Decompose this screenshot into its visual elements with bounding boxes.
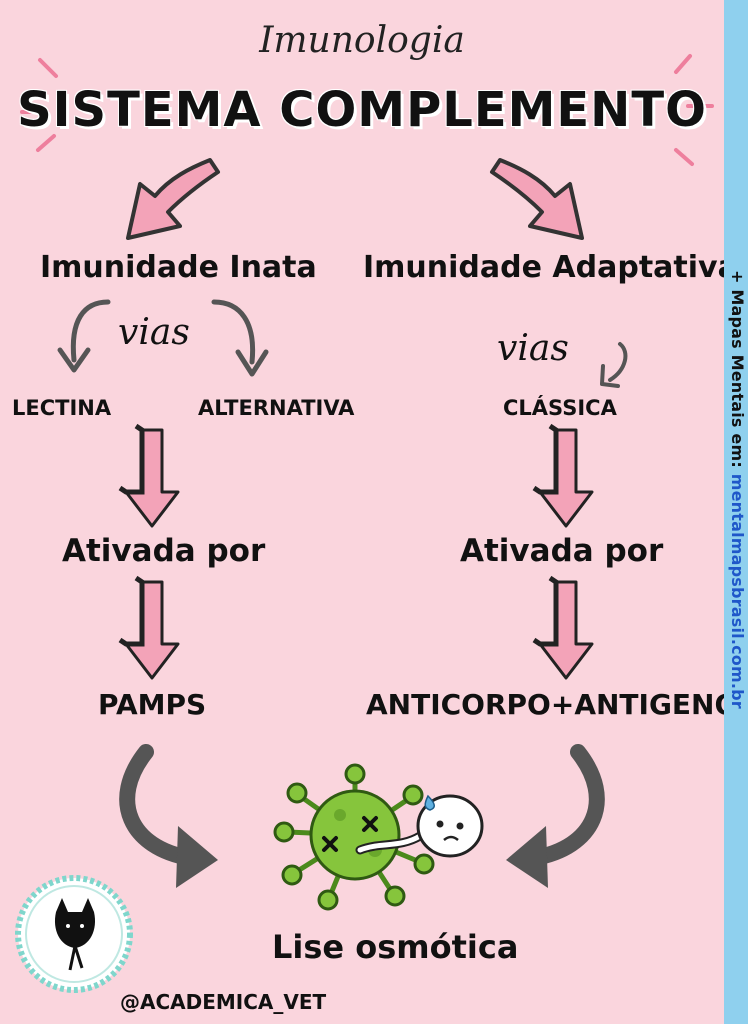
adaptive-vias-label: vias bbox=[497, 328, 569, 369]
down-arrow-classica-icon bbox=[532, 423, 594, 528]
curved-arrow-classica-icon bbox=[600, 342, 628, 388]
down-arrow-pamps-icon bbox=[118, 575, 180, 680]
path-classica: CLÁSSICA bbox=[503, 396, 617, 420]
adaptive-immunity-label: Imunidade Adaptativa bbox=[363, 250, 738, 285]
sparkle-left-icon bbox=[20, 58, 58, 152]
sidebar-link[interactable]: mentalmapsbrasil.com.br bbox=[728, 473, 747, 709]
subtitle: Imunologia bbox=[259, 20, 465, 61]
curved-arrow-to-lysis-left-icon bbox=[119, 744, 218, 888]
mind-map-canvas: Imunologia SISTEMA COMPLEMENTO Imunidade… bbox=[12, 20, 739, 1014]
result-label: Lise osmótica bbox=[272, 928, 519, 966]
sperm-cell-icon bbox=[355, 794, 484, 858]
sidebar-prefix: + Mapas Mentais em: bbox=[728, 270, 747, 474]
adaptive-activated-by: Ativada por bbox=[460, 533, 664, 569]
page-title: SISTEMA COMPLEMENTO bbox=[17, 82, 707, 138]
curved-arrow-to-lysis-right-icon bbox=[506, 744, 605, 888]
innate-activator: PAMPS bbox=[98, 688, 207, 721]
down-arrow-lectina-icon bbox=[118, 423, 180, 528]
path-alternativa: ALTERNATIVA bbox=[198, 396, 355, 420]
down-arrow-anticorpo-icon bbox=[532, 575, 594, 680]
arrow-left-down-icon bbox=[126, 158, 220, 240]
arrow-right-down-icon bbox=[490, 158, 584, 240]
path-lectina: LECTINA bbox=[12, 396, 112, 420]
innate-immunity-label: Imunidade Inata bbox=[40, 250, 317, 285]
cat-logo-icon bbox=[15, 875, 133, 993]
sidebar-text: + Mapas Mentais em: mentalmapsbrasil.com… bbox=[728, 270, 747, 709]
sparkle-right-icon bbox=[674, 54, 714, 166]
innate-vias-label: vias bbox=[118, 312, 190, 353]
decoration-layer bbox=[15, 54, 714, 993]
author-handle: @ACADEMICA_VET bbox=[120, 990, 327, 1014]
curved-arrow-alternativa-icon bbox=[211, 299, 269, 377]
adaptive-activator: ANTICORPO+ANTIGENO bbox=[366, 688, 739, 721]
innate-activated-by: Ativada por bbox=[62, 533, 266, 569]
curved-arrow-lectina-icon bbox=[57, 299, 111, 373]
sidebar-banner: + Mapas Mentais em: mentalmapsbrasil.com… bbox=[724, 0, 748, 1024]
